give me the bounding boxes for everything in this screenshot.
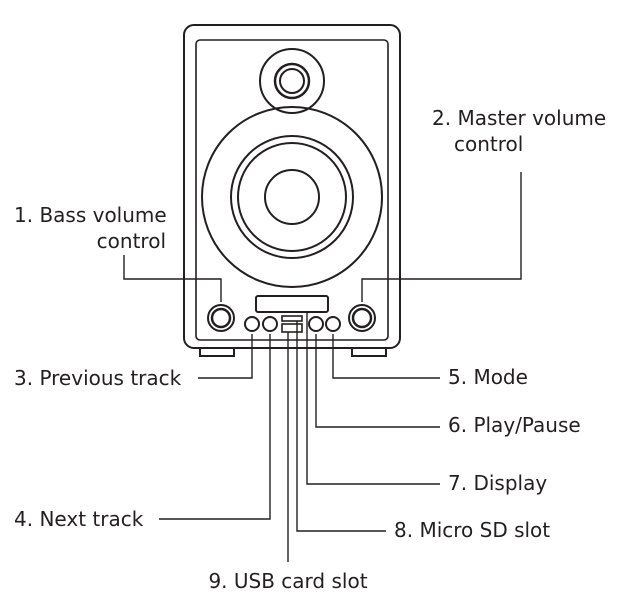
micro-sd-slot <box>281 315 303 322</box>
bass-knob-inner <box>210 307 232 329</box>
bass-knob-outer <box>207 304 235 332</box>
woofer-dustcap <box>264 169 320 225</box>
speaker-cabinet-inner <box>195 39 389 341</box>
tweeter-dome <box>279 68 305 94</box>
previous-track-button <box>244 316 260 332</box>
speaker-foot-right <box>351 347 387 357</box>
leader-bass <box>123 255 222 302</box>
woofer-cone <box>230 135 354 259</box>
woofer-frame <box>201 106 383 288</box>
next-track-button <box>262 316 278 332</box>
master-knob-outer <box>348 304 376 332</box>
play-pause-button <box>308 316 324 332</box>
leader-micro-sd <box>296 321 386 532</box>
mode-button <box>325 316 341 332</box>
tweeter-outer <box>259 48 325 114</box>
tweeter-ring <box>273 62 311 100</box>
leader-mode <box>332 334 440 379</box>
leader-master <box>361 172 522 302</box>
label-usb-card-slot: 9. USB card slot <box>208 569 368 593</box>
usb-slot <box>281 323 303 333</box>
label-mode: 5. Mode <box>448 365 528 389</box>
leader-previous-track <box>198 334 253 379</box>
leader-next-track <box>159 334 271 520</box>
label-bass-volume-line1: 1. Bass volume <box>14 203 167 227</box>
speaker-cabinet <box>183 24 401 349</box>
label-play-pause: 6. Play/Pause <box>448 413 581 437</box>
label-previous-track: 3. Previous track <box>14 366 182 390</box>
display-screen <box>255 295 329 313</box>
woofer-surround <box>237 142 347 252</box>
label-master-volume-line1: 2. Master volume <box>432 106 607 130</box>
speaker-foot-left <box>199 347 235 357</box>
leader-display <box>306 312 440 485</box>
label-display: 7. Display <box>448 471 548 495</box>
master-knob-inner <box>351 307 373 329</box>
label-next-track: 4. Next track <box>14 507 144 531</box>
leader-play-pause <box>315 334 440 428</box>
label-bass-volume-line2: control <box>96 229 166 253</box>
label-master-volume-line2: control <box>454 132 524 156</box>
label-micro-sd-slot: 8. Micro SD slot <box>394 518 551 542</box>
